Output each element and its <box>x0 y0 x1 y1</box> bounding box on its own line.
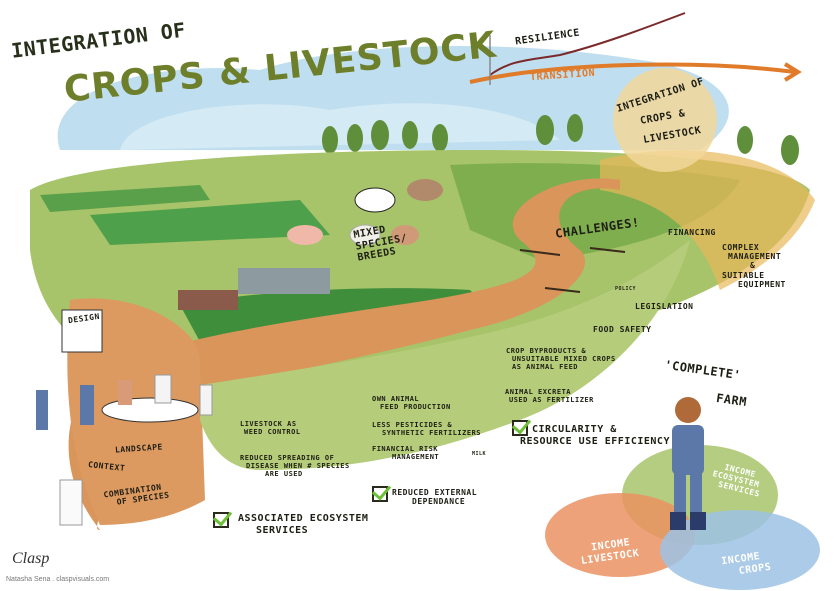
food-safety-label: Food safety <box>593 325 652 334</box>
label-line: Resource use efficiency <box>520 435 670 447</box>
label-line: Financial risk <box>372 445 439 453</box>
transition-arrow <box>469 62 796 84</box>
financing-label: Financing <box>668 228 716 237</box>
label-line: unsuitable mixed crops <box>512 355 616 364</box>
cloud-highlight <box>120 103 560 150</box>
label-line: dependance <box>412 497 466 507</box>
flower-field <box>600 150 815 290</box>
people <box>36 374 213 526</box>
label-line: Associated ecosystem <box>238 513 369 524</box>
credit-text: Natasha Sena . claspvisuals.com <box>6 576 110 583</box>
label-line: Circularity & <box>532 424 617 435</box>
legislation-label: Legislation <box>635 302 694 311</box>
label-line: are used <box>265 470 303 479</box>
check-icon <box>372 486 388 502</box>
farmer-figure <box>670 397 706 530</box>
resilience-arrow <box>489 12 686 76</box>
weed-control-label: Livestock as weed control <box>240 420 301 436</box>
label-line: services <box>256 524 309 536</box>
label-line: Animal excreta <box>505 388 572 396</box>
farm-path <box>68 178 621 530</box>
tree-line <box>206 114 799 189</box>
reduced-external-label: Reduced external dependance <box>392 488 477 506</box>
less-pesticides-label: Less pesticides & synthetic fertilizers <box>372 421 481 437</box>
label-line: Less pesticides & <box>372 421 453 429</box>
check-icon <box>213 512 229 528</box>
label-line: & <box>750 261 756 271</box>
crop-byproducts-label: Crop byproducts & unsuitable mixed crops… <box>506 347 616 371</box>
label-line: Crop byproducts & <box>506 347 587 355</box>
label-line: Reduced external <box>392 488 478 497</box>
reduced-disease-label: Reduced spreading of disease when # spec… <box>240 454 350 478</box>
check-icon <box>512 420 528 436</box>
label-line: synthetic fertilizers <box>382 429 482 438</box>
milk-bottle-icon: Milk <box>472 451 487 457</box>
integration-badge <box>613 68 717 172</box>
barn <box>178 290 238 310</box>
design-table <box>101 397 199 423</box>
venn-livestock <box>545 493 695 577</box>
label-line: Management <box>728 252 782 262</box>
own-feed-label: Own animal feed production <box>372 395 451 411</box>
label-line: Equipment <box>738 279 786 289</box>
label-line: used as fertilizer <box>509 396 594 405</box>
circularity-label: Circularity & Resource use efficiency <box>520 424 670 447</box>
greenhouse <box>238 268 330 294</box>
label-line: Suitable <box>722 270 765 280</box>
barrier-icons <box>519 247 626 293</box>
label-line: as animal feed <box>512 363 579 372</box>
animals <box>287 179 443 246</box>
policy-binder-icon: Policy <box>615 286 637 292</box>
label-line: management <box>392 453 440 462</box>
financial-risk-label: Financial risk management <box>372 445 439 461</box>
label-line: feed production <box>380 403 451 412</box>
transition-arrowhead <box>783 62 802 82</box>
ecosystem-services-label: Associated ecosystem services <box>238 513 368 536</box>
design-easel <box>61 309 103 353</box>
label-line: Livestock as <box>240 420 297 428</box>
label-line: Complex <box>722 243 760 252</box>
label-line: Own animal <box>372 395 420 403</box>
label-line: weed control <box>244 428 301 437</box>
benefit-area <box>200 240 690 470</box>
pasture <box>40 185 210 212</box>
complex-management-label: Complex Management & Suitable Equipment <box>722 243 786 289</box>
label-line: disease when # species <box>246 462 350 471</box>
clasp-logo: Clasp <box>12 550 50 567</box>
pasture <box>90 200 330 245</box>
label-line: Reduced spreading of <box>240 454 335 462</box>
animal-excreta-label: Animal excreta used as fertilizer <box>505 388 594 404</box>
